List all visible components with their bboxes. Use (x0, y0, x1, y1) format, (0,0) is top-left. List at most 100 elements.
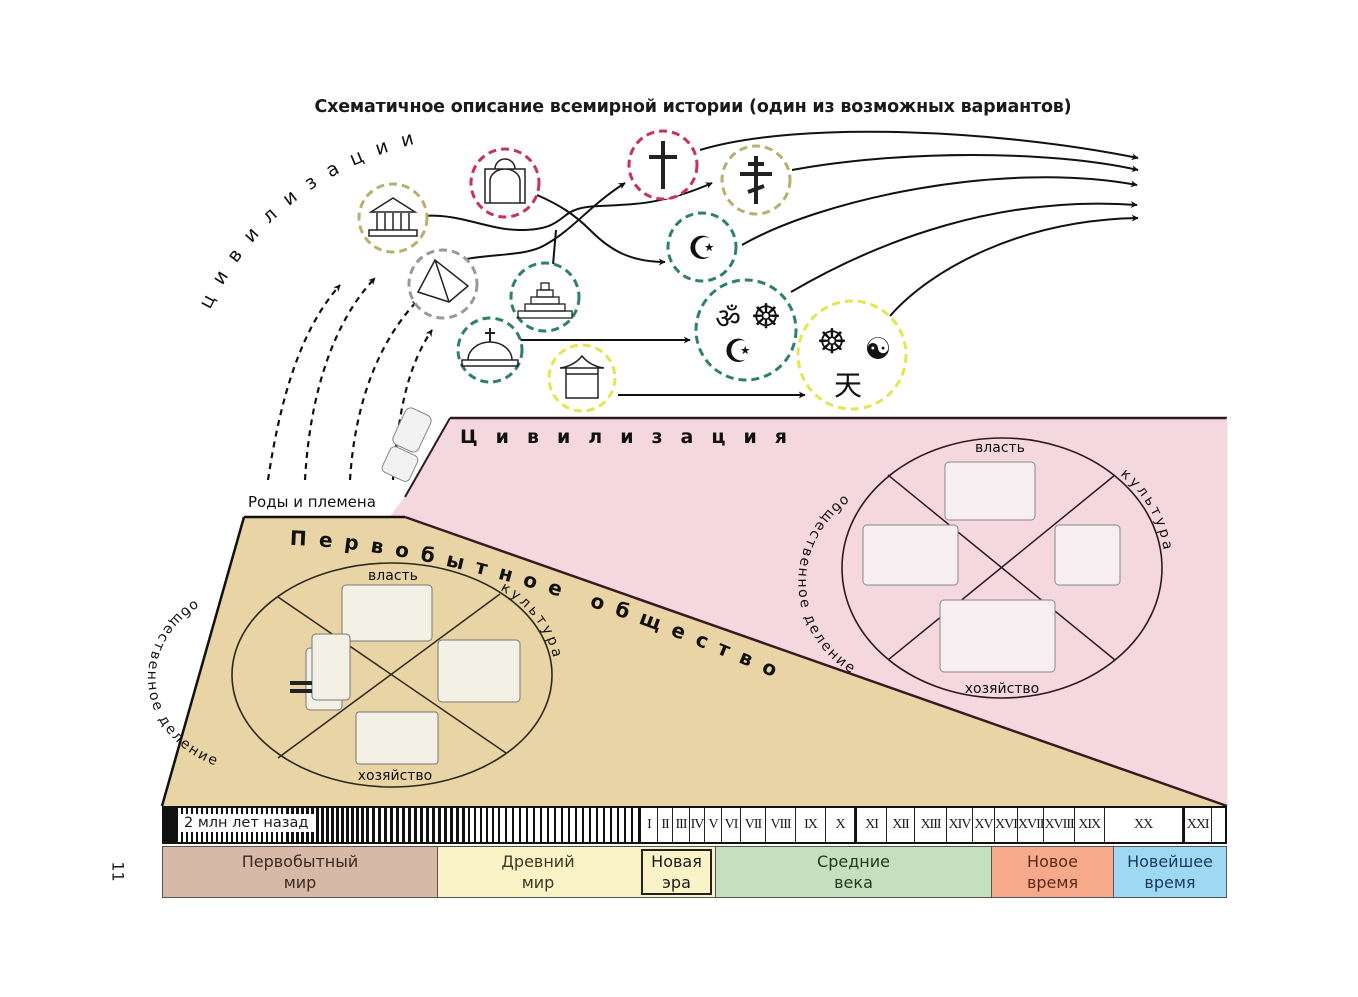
tick-mark (533, 808, 535, 842)
tick-mark (444, 808, 447, 842)
century-II: II (658, 808, 673, 842)
century-XV: XV (973, 808, 995, 842)
century-V: V (705, 808, 722, 842)
tick-mark (603, 808, 605, 842)
stupa-symbol (456, 316, 524, 384)
century-XI: XI (855, 808, 887, 842)
dharma-yinyang-tian-symbol: ☸ ☯天 (796, 299, 908, 411)
yin-yang-icon: ☯ (865, 332, 892, 367)
dharma-wheel-icon: ☸ (817, 322, 847, 362)
pagoda-symbol (547, 343, 617, 413)
knight-picto (381, 407, 432, 482)
tick-mark (617, 808, 619, 842)
tick-mark (468, 808, 470, 842)
tick-mark (321, 808, 324, 842)
century-VI: VI (722, 808, 741, 842)
tick-mark (331, 808, 334, 842)
tick-mark (462, 808, 465, 842)
tick-mark (176, 808, 178, 842)
century-IX: IX (796, 808, 826, 842)
primitive-wheel-power-label: власть (368, 568, 418, 584)
timeline-start-label: 2 млн лет назад (178, 814, 315, 832)
tick-mark (547, 808, 549, 842)
tick-mark (366, 808, 369, 842)
century-XVIII: XVIII (1044, 808, 1075, 842)
tick-mark (624, 808, 626, 842)
tick-mark (316, 808, 319, 842)
civilization-wheel-economy-label: хозяйство (965, 681, 1039, 697)
tick-mark (396, 808, 399, 842)
tick-mark (610, 808, 612, 842)
civilization-symbols: ☪ॐ☸☪☸☯天 (357, 129, 908, 413)
tick-mark (341, 808, 344, 842)
tick-mark (519, 808, 521, 842)
tick-mark (582, 808, 584, 842)
page-number: 11 (108, 861, 128, 882)
century-VIII: VIII (766, 808, 796, 842)
tick-mark (492, 808, 494, 842)
orthodox-cross-symbol (720, 144, 792, 216)
roman-arch-symbol (469, 147, 541, 219)
century-XIX: XIX (1075, 808, 1105, 842)
century-IV: IV (690, 808, 705, 842)
tick-mark (414, 808, 417, 842)
greek-temple-symbol (357, 182, 429, 254)
tick-mark (505, 808, 507, 842)
tick-mark (356, 808, 359, 842)
century-III: III (673, 808, 690, 842)
tick-mark (426, 808, 429, 842)
tian-icon: 天 (834, 369, 862, 402)
crescent-star-symbol: ☪ (666, 211, 738, 283)
century-XX: XX (1105, 808, 1183, 842)
tick-mark (432, 808, 435, 842)
tick-mark (512, 808, 514, 842)
tick-mark (378, 808, 381, 842)
tick-mark (561, 808, 563, 842)
tick-mark (351, 808, 354, 842)
tick-mark (408, 808, 411, 842)
tick-mark (568, 808, 570, 842)
tick-mark (402, 808, 405, 842)
tick-mark (474, 808, 476, 842)
diagram-title: Схематичное описание всемирной истории (… (314, 97, 1072, 117)
tick-mark (336, 808, 339, 842)
tick-mark (575, 808, 577, 842)
om-dharma-crescent-symbol: ॐ ☸☪ (694, 278, 798, 382)
tick-mark (450, 808, 453, 842)
century-XIV: XIV (947, 808, 973, 842)
dharma-wheel-icon: ☸ (751, 297, 781, 337)
century-XIII: XIII (915, 808, 947, 842)
ziggurat-symbol (509, 261, 581, 333)
tick-mark (390, 808, 393, 842)
tick-mark (480, 808, 482, 842)
tick-mark (631, 808, 633, 842)
tick-mark (540, 808, 542, 842)
prehistory-ticks: 2 млн лет назад (164, 808, 638, 842)
tick-mark (526, 808, 528, 842)
tick-mark (486, 808, 488, 842)
tick-mark (596, 808, 598, 842)
om-icon: ॐ (715, 302, 741, 335)
tick-mark (456, 808, 459, 842)
tick-mark (498, 808, 500, 842)
tick-mark (420, 808, 423, 842)
latin-cross-symbol (627, 129, 699, 201)
century-XVII: XVII (1018, 808, 1045, 842)
century-VII: VII (741, 808, 766, 842)
tick-mark (438, 808, 441, 842)
tick-mark (372, 808, 375, 842)
crescent-star-icon: ☪ (724, 332, 753, 370)
tribes-label: Роды и племена (248, 493, 376, 511)
tick-mark (346, 808, 349, 842)
tick-mark (361, 808, 364, 842)
tick-mark (554, 808, 556, 842)
